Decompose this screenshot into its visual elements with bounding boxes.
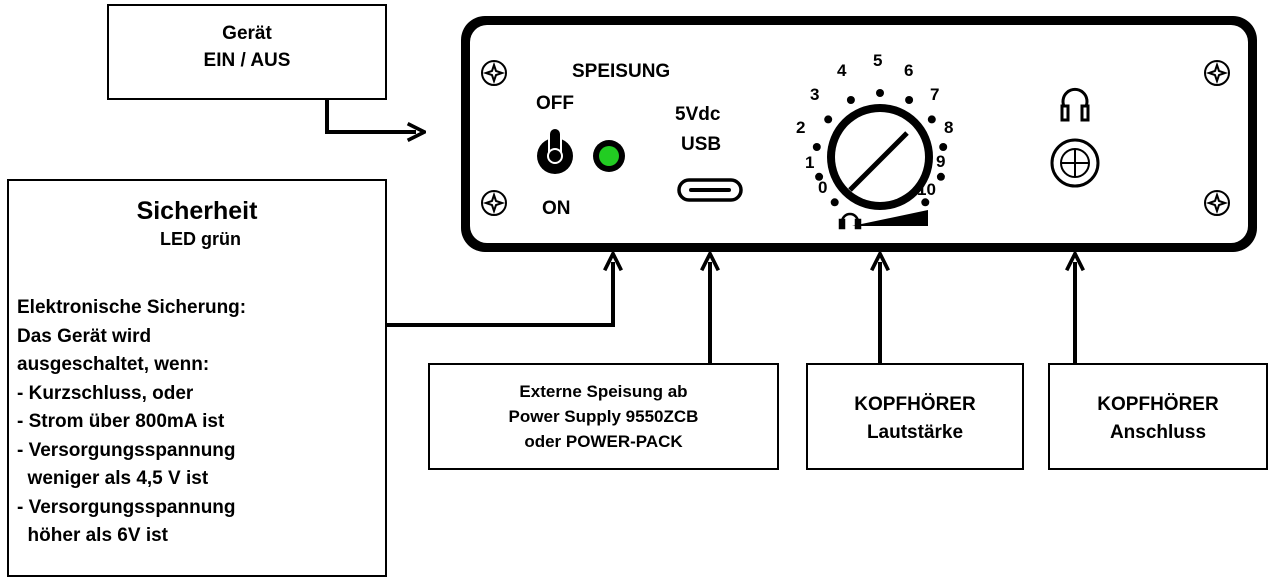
external-power-line: oder POWER-PACK	[524, 432, 683, 451]
safety-condition-line: ausgeschaltet, wenn:	[17, 354, 210, 375]
dial-number-6: 6	[904, 61, 914, 80]
dial-dot	[876, 89, 884, 97]
dial-number-5: 5	[873, 51, 883, 70]
dial-dot	[830, 198, 839, 207]
dial-number-3: 3	[810, 85, 820, 104]
dial-number-7: 7	[930, 85, 940, 104]
volume-ramp-icon	[852, 210, 928, 226]
safety-condition-line: weniger als 4,5 V ist	[17, 468, 209, 489]
safety-subtitle: LED grün	[160, 229, 241, 249]
usb-label: USB	[681, 134, 722, 155]
callout-power-switch-line2: EIN / AUS	[203, 50, 291, 71]
dial-number-8: 8	[944, 118, 954, 137]
safety-condition-line: - Versorgungsspannung	[17, 496, 236, 518]
dial-dot	[905, 96, 914, 104]
callout-volume: KOPFHÖRER Lautstärke	[806, 363, 1024, 470]
safety-condition-line: Das Gerät wird	[17, 325, 152, 347]
safety-condition-line: - Kurzschluss, oder	[17, 382, 194, 404]
dial-dot	[939, 143, 948, 151]
dial-dot	[921, 198, 930, 207]
safety-condition-line: - Versorgungsspannung	[17, 439, 236, 461]
dial-number-10: 10	[917, 180, 936, 199]
callout-jack-line1: KOPFHÖRER	[1097, 394, 1219, 415]
safety-conditions: Elektronische Sicherung: Das Gerät wird au…	[17, 294, 246, 551]
toggle-switch-icon	[537, 127, 573, 174]
callout-power-switch: Gerät EIN / AUS	[107, 4, 387, 100]
dial-number-4: 4	[837, 61, 847, 80]
dial-dot	[812, 143, 821, 151]
headphone-jack-socket-icon	[1050, 138, 1100, 188]
external-power-line: Externe Speisung ab	[519, 382, 688, 401]
safety-condition-line: höher als 6V ist	[17, 525, 168, 546]
on-label: ON	[542, 198, 571, 219]
screw-icons	[481, 60, 1230, 216]
vdc-label: 5Vdc	[675, 104, 721, 125]
usb-c-port-icon	[677, 178, 743, 202]
callout-volume-line1: KOPFHÖRER	[854, 394, 976, 415]
off-label: OFF	[536, 93, 574, 114]
dial-dot	[824, 115, 833, 124]
led-indicator	[593, 140, 625, 172]
callout-jack-line2: Anschluss	[1109, 422, 1207, 443]
safety-condition-line: - Strom über 800mA ist	[17, 411, 225, 432]
safety-title: Sicherheit	[136, 197, 258, 225]
dial-number-2: 2	[796, 118, 806, 137]
callout-volume-line2: Lautstärke	[866, 422, 964, 443]
dial-number-0: 0	[818, 178, 828, 197]
safety-connector	[385, 262, 613, 327]
dial-dot	[936, 172, 945, 181]
headphone-icon	[1060, 87, 1090, 122]
callout-jack: KOPFHÖRER Anschluss	[1048, 363, 1268, 470]
callout-power-switch-line1: Gerät	[222, 23, 272, 44]
small-headphone-icon	[838, 212, 862, 230]
external-power-line: Power Supply 9550ZCB	[508, 407, 699, 426]
volume-knob-icon	[812, 89, 948, 210]
power-switch-connector	[325, 98, 416, 132]
dial-dot	[846, 96, 855, 104]
dial-number-9: 9	[936, 152, 946, 171]
speisung-label: SPEISUNG	[572, 61, 671, 82]
dial-number-1: 1	[805, 153, 815, 172]
dial-dot	[815, 172, 824, 181]
callout-external-power: Externe Speisung ab Power Supply 9550ZCB o…	[428, 363, 779, 470]
callout-safety: Sicherheit LED grün Elektronische Sicher…	[7, 179, 387, 577]
dial-dot	[927, 115, 936, 124]
safety-condition-line: Elektronische Sicherung:	[17, 297, 247, 318]
